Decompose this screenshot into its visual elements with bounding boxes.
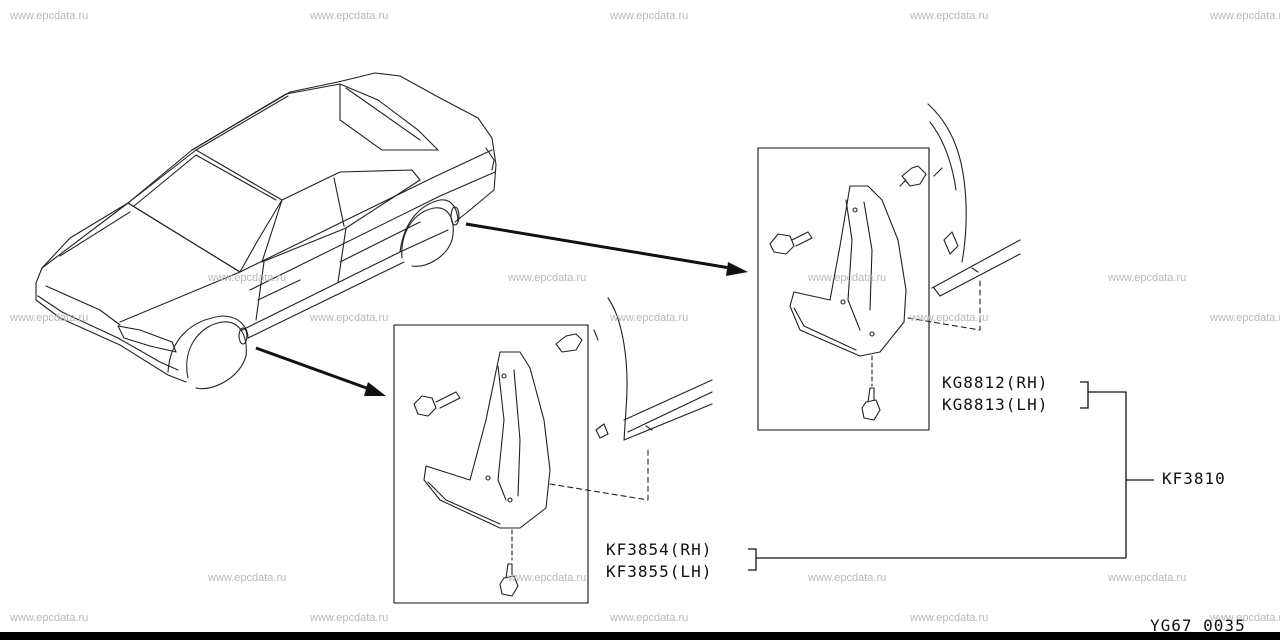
front-detail xyxy=(393,297,713,604)
watermark-text: www.epcdata.ru xyxy=(610,612,689,624)
watermark-text: www.epcdata.ru xyxy=(910,312,989,324)
arrow-head-rear xyxy=(726,262,748,276)
diagram-code: YG67 0035 xyxy=(1150,616,1246,635)
part-number-front-lh: KF3855(LH) xyxy=(606,562,713,581)
bottom-border xyxy=(0,632,1280,640)
watermark-text: www.epcdata.ru xyxy=(808,272,887,284)
part-number-kit: KF3810 xyxy=(1162,469,1226,488)
watermark-text: www.epcdata.ru xyxy=(310,10,389,22)
rear-detail xyxy=(757,103,1021,431)
watermark-text: www.epcdata.ru xyxy=(1210,612,1280,624)
car-illustration xyxy=(35,72,497,390)
watermark-text: www.epcdata.ru xyxy=(310,312,389,324)
watermark-text: www.epcdata.ru xyxy=(1108,272,1187,284)
watermark-text: www.epcdata.ru xyxy=(610,312,689,324)
watermark-text: www.epcdata.ru xyxy=(10,612,89,624)
watermark-text: www.epcdata.ru xyxy=(910,612,989,624)
watermark-text: www.epcdata.ru xyxy=(508,572,587,584)
watermark-text: www.epcdata.ru xyxy=(610,10,689,22)
arrow-head-front xyxy=(364,382,386,396)
watermark-text: www.epcdata.ru xyxy=(208,572,287,584)
watermark-text: www.epcdata.ru xyxy=(1210,312,1280,324)
watermark-text: www.epcdata.ru xyxy=(10,312,89,324)
part-number-rear-rh: KG8812(RH) xyxy=(942,373,1049,392)
watermark-text: www.epcdata.ru xyxy=(208,272,287,284)
part-number-front-rh: KF3854(RH) xyxy=(606,540,713,559)
part-number-rear-lh: KG8813(LH) xyxy=(942,395,1049,414)
watermark-text: www.epcdata.ru xyxy=(1108,572,1187,584)
callout-lines xyxy=(748,381,1154,571)
watermark-text: www.epcdata.ru xyxy=(310,612,389,624)
watermark-text: www.epcdata.ru xyxy=(808,572,887,584)
watermark-text: www.epcdata.ru xyxy=(10,10,89,22)
watermark-text: www.epcdata.ru xyxy=(508,272,587,284)
watermark-text: www.epcdata.ru xyxy=(1210,10,1280,22)
watermark-text: www.epcdata.ru xyxy=(910,10,989,22)
pointer-arrows xyxy=(255,222,731,392)
